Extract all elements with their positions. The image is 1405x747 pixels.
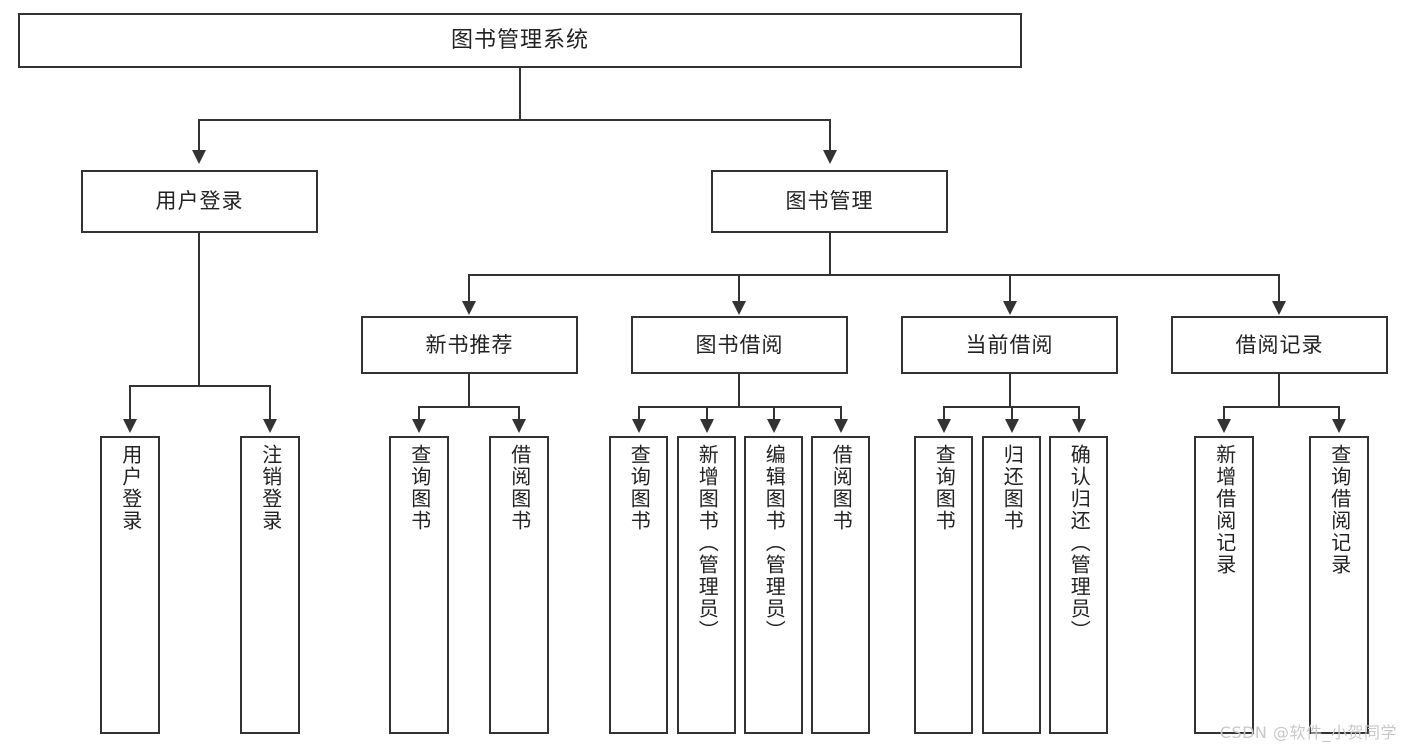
connector-new-book-to-leaf-0 [418, 406, 420, 420]
arrowhead-leaf-confirm-return [1072, 419, 1086, 433]
node-current-borrow-label: 当前借阅 [965, 332, 1054, 357]
connector-bb-to-leaf-1 [706, 406, 708, 420]
connector-root-bus [198, 119, 831, 121]
connector-borrow-record-bus [1223, 406, 1339, 408]
connector-bm-to-borrow-record [1278, 274, 1280, 302]
node-book-manage-label: 图书管理 [785, 189, 874, 214]
node-leaf-user-login[interactable]: 用户登录 [100, 436, 160, 734]
node-leaf-borrow-book-2[interactable]: 借阅图书 [811, 436, 870, 734]
connector-bb-to-leaf-3 [840, 406, 842, 420]
connector-bb-to-leaf-0 [638, 406, 640, 420]
arrowhead-leaf-add-record [1217, 419, 1231, 433]
arrowhead-leaf-user-logout [263, 419, 277, 433]
node-leaf-add-record-label: 新增借阅记录 [1212, 444, 1237, 576]
connector-borrow-record-stem [1278, 374, 1280, 407]
arrowhead-current-borrow [1003, 301, 1017, 315]
node-new-book-recommend[interactable]: 新书推荐 [361, 316, 578, 374]
connector-bb-to-leaf-2 [773, 406, 775, 420]
node-book-borrow[interactable]: 图书借阅 [631, 316, 848, 374]
node-leaf-query-record-label: 查询借阅记录 [1327, 444, 1352, 576]
arrowhead-leaf-user-login [123, 419, 137, 433]
node-current-borrow[interactable]: 当前借阅 [901, 316, 1118, 374]
arrowhead-book-borrow [732, 301, 746, 315]
connector-new-book-stem [468, 374, 470, 407]
node-leaf-return-book-label: 归还图书 [1000, 444, 1025, 532]
arrowhead-new-book-recommend [462, 301, 476, 315]
arrowhead-leaf-query-record [1332, 419, 1346, 433]
connector-bm-to-new-book [468, 274, 470, 302]
connector-cb-to-leaf-0 [943, 406, 945, 420]
node-user-login-label: 用户登录 [155, 189, 244, 214]
arrowhead-borrow-record [1272, 301, 1286, 315]
connector-cb-to-leaf-1 [1011, 406, 1013, 420]
connector-book-manage-stem [829, 233, 831, 275]
node-leaf-query-book-1[interactable]: 查询图书 [389, 436, 449, 734]
arrowhead-leaf-borrow-book-2 [834, 419, 848, 433]
node-borrow-record-label: 借阅记录 [1235, 332, 1324, 357]
node-leaf-borrow-book-2-label: 借阅图书 [829, 444, 854, 532]
connector-bm-to-current-borrow [1009, 274, 1011, 302]
connector-user-login-to-leaf-1 [269, 385, 271, 420]
node-leaf-borrow-book-1[interactable]: 借阅图书 [489, 436, 549, 734]
connector-root-to-user-login [198, 119, 200, 151]
connector-new-book-bus [418, 406, 520, 408]
node-user-login[interactable]: 用户登录 [81, 170, 318, 233]
connector-current-borrow-stem [1009, 374, 1011, 407]
node-leaf-query-book-2[interactable]: 查询图书 [609, 436, 668, 734]
node-leaf-query-book-2-label: 查询图书 [627, 444, 652, 532]
node-root[interactable]: 图书管理系统 [18, 13, 1022, 68]
connector-br-to-leaf-1 [1338, 406, 1340, 420]
arrowhead-leaf-add-book [700, 419, 714, 433]
connector-br-to-leaf-0 [1223, 406, 1225, 420]
connector-user-login-bus [129, 385, 271, 387]
node-leaf-query-record[interactable]: 查询借阅记录 [1309, 436, 1369, 734]
arrowhead-book-manage [823, 150, 837, 164]
node-leaf-confirm-return-label: 确认归还（管理员） [1067, 444, 1092, 642]
node-leaf-query-book-3-label: 查询图书 [932, 444, 957, 532]
connector-cb-to-leaf-2 [1078, 406, 1080, 420]
node-book-borrow-label: 图书借阅 [695, 332, 784, 357]
arrowhead-leaf-edit-book [767, 419, 781, 433]
node-leaf-edit-book[interactable]: 编辑图书（管理员） [744, 436, 803, 734]
node-leaf-add-book-label: 新增图书（管理员） [695, 444, 720, 642]
node-new-book-recommend-label: 新书推荐 [425, 332, 514, 357]
node-root-label: 图书管理系统 [450, 27, 589, 53]
node-leaf-query-book-1-label: 查询图书 [407, 444, 432, 532]
node-leaf-user-logout-label: 注销登录 [258, 444, 283, 532]
node-leaf-add-record[interactable]: 新增借阅记录 [1194, 436, 1254, 734]
connector-root-stem [519, 68, 521, 120]
node-leaf-borrow-book-1-label: 借阅图书 [507, 444, 532, 532]
node-leaf-query-book-3[interactable]: 查询图书 [914, 436, 973, 734]
arrowhead-leaf-borrow-book-1 [512, 419, 526, 433]
arrowhead-leaf-return-book [1005, 419, 1019, 433]
connector-book-borrow-stem [738, 374, 740, 407]
arrowhead-leaf-query-book-3 [937, 419, 951, 433]
connector-bm-to-book-borrow [738, 274, 740, 302]
connector-new-book-to-leaf-1 [518, 406, 520, 420]
connector-book-borrow-bus [638, 406, 842, 408]
connector-user-login-stem [198, 233, 200, 386]
node-leaf-add-book[interactable]: 新增图书（管理员） [677, 436, 736, 734]
node-leaf-user-login-label: 用户登录 [118, 444, 143, 532]
arrowhead-leaf-query-book-1 [412, 419, 426, 433]
node-leaf-edit-book-label: 编辑图书（管理员） [762, 444, 787, 642]
node-book-manage[interactable]: 图书管理 [711, 170, 948, 233]
arrowhead-user-login [192, 150, 206, 164]
connector-root-to-book-manage [829, 119, 831, 151]
connector-user-login-to-leaf-0 [129, 385, 131, 420]
node-borrow-record[interactable]: 借阅记录 [1171, 316, 1388, 374]
node-leaf-user-logout[interactable]: 注销登录 [240, 436, 300, 734]
arrowhead-leaf-query-book-2 [632, 419, 646, 433]
node-leaf-confirm-return[interactable]: 确认归还（管理员） [1049, 436, 1108, 734]
node-leaf-return-book[interactable]: 归还图书 [982, 436, 1041, 734]
connector-book-manage-bus [468, 274, 1280, 276]
